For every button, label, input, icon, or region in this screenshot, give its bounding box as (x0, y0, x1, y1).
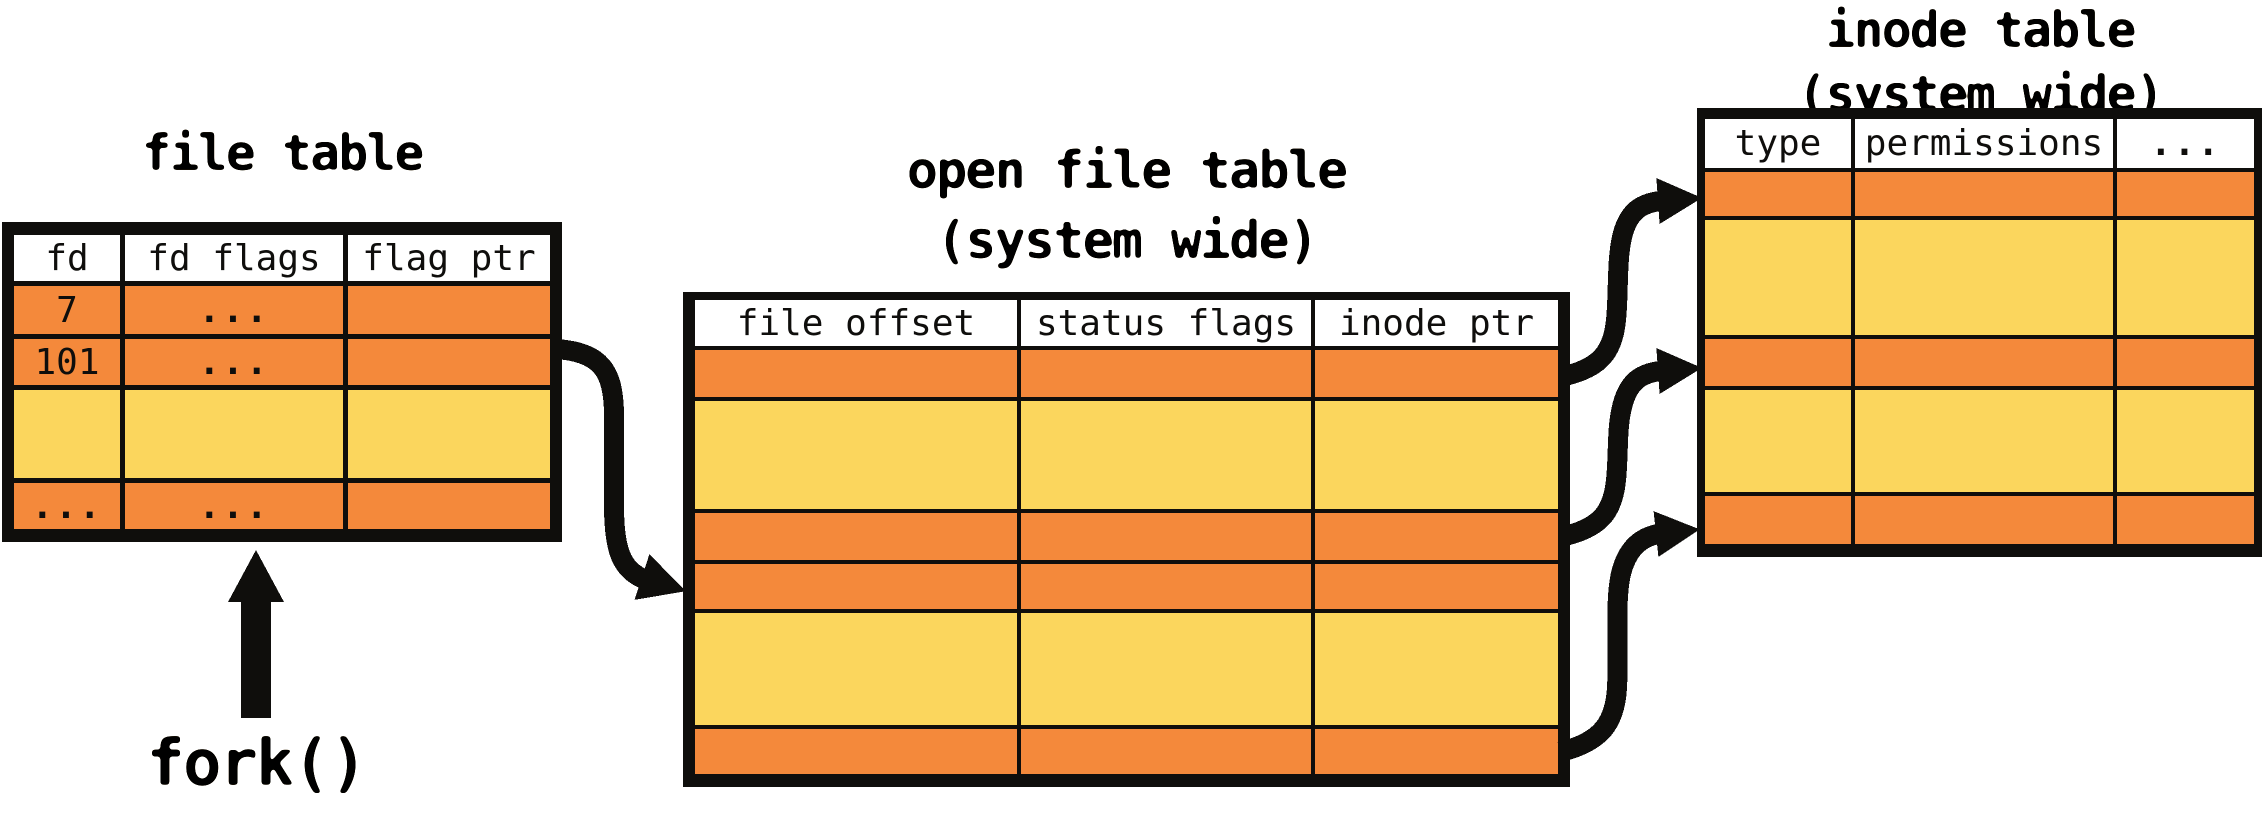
inode-table-header-permissions: permissions (1855, 119, 2113, 168)
open-file-table-title: open file table (system wide) (683, 130, 1570, 282)
inode-table-row4-cell (2117, 390, 2254, 492)
fd-table-cell-more-flags: ... (125, 483, 343, 529)
open-file-table-row5-cell (1021, 613, 1311, 725)
open-file-table-row6-cell (1315, 729, 1558, 774)
open-file-table-row3-cell (695, 513, 1017, 560)
fd-table-cell-fd-7: 7 (14, 286, 120, 334)
fd-table: fd fd flags flag ptr 7 ... 101 ... ... .… (2, 222, 562, 542)
fd-table-cell-more-ptr (348, 483, 550, 529)
open-file-table-row6-cell (695, 729, 1017, 774)
open-file-table-row2-cell (1315, 401, 1558, 509)
open-file-to-inode-arrow-3-icon (1557, 511, 1700, 762)
inode-table: type permissions ... (1697, 108, 2262, 557)
open-file-table-row2-cell (1021, 401, 1311, 509)
inode-table-row3-cell (2117, 339, 2254, 386)
open-file-table-row1-cell (1021, 350, 1311, 397)
fd-table-cell-empty (14, 390, 120, 478)
fork-up-arrow-icon (228, 550, 284, 718)
open-file-table-row4-cell (1021, 564, 1311, 609)
inode-table-row3-cell (1705, 339, 1851, 386)
fd-table-cell-empty (125, 390, 343, 478)
fd-table-cell-ptr-7 (348, 286, 550, 334)
inode-table-row3-cell (1855, 339, 2113, 386)
inode-table-row5-cell (1705, 496, 1851, 544)
open-file-table-row1-cell (1315, 350, 1558, 397)
inode-table-row2-cell (1705, 220, 1851, 335)
open-file-table-row4-cell (695, 564, 1017, 609)
inode-table-row4-cell (1705, 390, 1851, 492)
inode-table-row1-cell (2117, 172, 2254, 216)
fd-table-cell-flags-7: ... (125, 286, 343, 334)
inode-table-header-type: type (1705, 119, 1851, 168)
open-file-table-row3-cell (1021, 513, 1311, 560)
inode-table-header-more: ... (2117, 119, 2254, 168)
open-file-table-row5-cell (1315, 613, 1558, 725)
open-file-table: file offset status flags inode ptr (683, 292, 1570, 787)
open-file-table-title-line1: open file table (906, 141, 1349, 201)
inode-table-row5-cell (1855, 496, 2113, 544)
fd-table-cell-fd-101: 101 (14, 339, 120, 385)
open-file-table-row2-cell (695, 401, 1017, 509)
open-file-table-title-line2: (system wide) (936, 211, 1319, 271)
fd-table-cell-more-fd: ... (14, 483, 120, 529)
inode-table-row1-cell (1855, 172, 2113, 216)
fd-table-header-fd-flags: fd flags (125, 235, 343, 281)
open-file-table-row1-cell (695, 350, 1017, 397)
open-file-table-row6-cell (1021, 729, 1311, 774)
inode-table-row5-cell (2117, 496, 2254, 544)
open-file-to-inode-arrow-1-icon (1557, 178, 1702, 387)
fd-table-cell-empty (348, 390, 550, 478)
inode-table-row2-cell (2117, 220, 2254, 335)
fd-to-open-file-arrow-icon (555, 339, 686, 600)
open-file-table-header-inode-ptr: inode ptr (1315, 300, 1558, 346)
fd-table-cell-ptr-101 (348, 339, 550, 385)
open-file-table-row3-cell (1315, 513, 1558, 560)
fd-table-header-fd: fd (14, 235, 120, 281)
open-file-table-header-status-flags: status flags (1021, 300, 1311, 346)
inode-table-row1-cell (1705, 172, 1851, 216)
open-file-table-row5-cell (695, 613, 1017, 725)
inode-table-title-line1: inode table (1825, 1, 2136, 59)
fd-table-cell-flags-101: ... (125, 339, 343, 385)
fork-label: fork() (60, 722, 452, 806)
open-file-table-header-file-offset: file offset (695, 300, 1017, 346)
fd-table-title: file table (0, 118, 564, 188)
open-file-to-inode-arrow-2-icon (1557, 348, 1702, 547)
fd-table-header-flag-ptr: flag ptr (348, 235, 550, 281)
inode-table-row2-cell (1855, 220, 2113, 335)
open-file-table-row4-cell (1315, 564, 1558, 609)
inode-table-row4-cell (1855, 390, 2113, 492)
